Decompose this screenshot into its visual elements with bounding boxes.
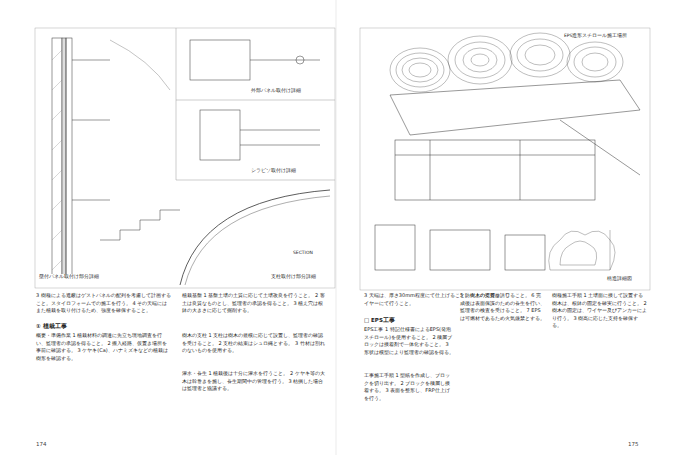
drawing-caption: SECTION <box>292 250 328 257</box>
page-number: 175 <box>628 440 648 448</box>
body-text: 概要・準備作業 1 植栽材料の調達に先立ち現地調査を行い、監理者の承認を得ること… <box>36 332 171 362</box>
section-heading: ① 植栽工事 <box>36 322 166 330</box>
drawing-caption: 外部パネル取付け詳細 <box>250 88 332 95</box>
page-number: 174 <box>36 440 56 448</box>
drawing-caption: 支柱取付け部分詳細 <box>270 274 334 281</box>
body-text: 5 防火上の措置を講じること。 6 完成後は表面保護のための養生を行い、監理者の… <box>460 292 545 322</box>
body-text: EPS工事 1 特記仕様書によるEPS(発泡スチロール)を使用すること。 2 積… <box>364 326 454 356</box>
body-text: 3 樹種による遮蔽はゲストパネルの配列を考慮して計画すること。スタイロフォームで… <box>36 292 171 315</box>
body-text: 工事施工手順 1 型紙を作成し、ブロックを切り出す。 2 ブロックを積層し接着す… <box>364 372 454 402</box>
drawing-caption: 構造詳細図 <box>606 276 648 283</box>
body-text: 灌水・養生 1 植栽後は十分に灌水を行うこと。 2 ケヤキ等の大木は幹巻きを施し… <box>182 370 327 393</box>
drawing-caption: 壁付パネル取付け部分詳細 <box>38 274 100 281</box>
drawing-caption: シラビソ取付け詳細 <box>250 168 332 175</box>
body-text: 樹種施工手順 1 土壌面に接して設置する樹木は、根鉢の固定を確実に行うこと。 2… <box>552 292 647 330</box>
section-heading: □ EPS工事 <box>364 316 464 324</box>
body-text: 植栽基盤 1 基盤土壌の土質に応じて土壌改良を行うこと。 2 客土は良質なものと… <box>182 292 327 315</box>
body-text: 樹木の支柱 1 支柱は樹木の規模に応じて設置し、監理者の確認を受けること。 2 … <box>182 332 327 355</box>
drawing-caption: EPS造形スチロール施工場所 <box>563 33 647 40</box>
